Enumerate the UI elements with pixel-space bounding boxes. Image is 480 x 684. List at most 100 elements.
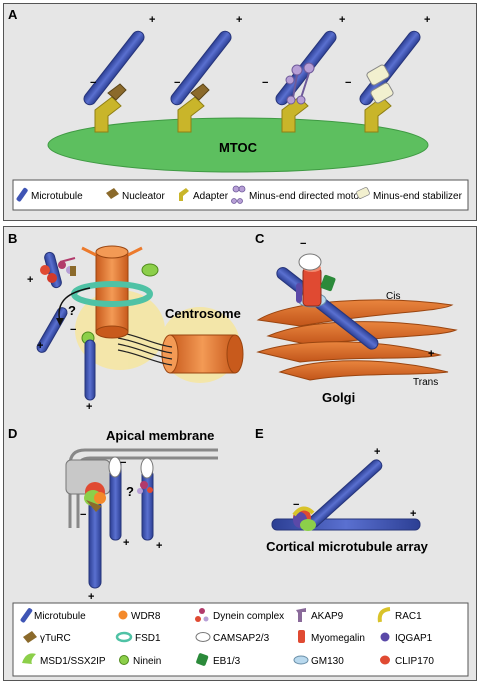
legend-a-label: Nucleator (122, 191, 165, 202)
minus-sign: − (120, 457, 126, 469)
microtubule-icon (16, 187, 28, 202)
motor-cluster-a (285, 62, 315, 105)
msd1-blob (141, 263, 159, 277)
plus-sign: + (156, 540, 162, 552)
cis-label: Cis (386, 291, 400, 302)
adapter-icon (179, 188, 189, 201)
legend-a-label: Minus-end directed motor (249, 191, 363, 202)
legend-b-label: Dynein complex (213, 611, 284, 622)
minus-sign: − (300, 238, 306, 250)
legend-b-label: Microtubule (34, 611, 86, 622)
plus-sign: + (27, 274, 33, 286)
akap9-icon (296, 608, 306, 622)
cortical-array-label: Cortical microtubule array (266, 539, 429, 554)
fsd1-ring (71, 281, 153, 307)
minus-sign: − (262, 77, 268, 89)
legend-b-label: GM130 (311, 656, 344, 667)
rac1-icon (377, 607, 391, 623)
legend-a-label: Microtubule (31, 191, 83, 202)
motor-icon (231, 185, 246, 204)
plus-sign: + (424, 14, 430, 26)
dynein-icon (195, 608, 209, 622)
legend-b-label: EB1/3 (213, 656, 241, 667)
legend-b-label: CAMSAP2/3 (213, 633, 270, 644)
iqgap1-icon (380, 632, 390, 642)
minus-sign: − (70, 324, 76, 336)
centrosome-label: Centrosome (165, 306, 241, 321)
msd1-icon (22, 653, 36, 664)
legend-b-label: CLIP170 (395, 656, 434, 667)
microtubules-d (88, 459, 154, 589)
minus-sign: − (90, 77, 96, 89)
plus-sign: + (410, 508, 416, 520)
legend-b-label: Ninein (133, 656, 161, 667)
centriole-horizontal (161, 334, 244, 374)
panel-b-letter: B (8, 231, 17, 246)
arrow-path (58, 287, 91, 323)
panel-d-letter: D (8, 426, 17, 441)
legend-a-label: Minus-end stabilizer (373, 191, 463, 202)
dynein-cluster-b (40, 257, 76, 283)
minus-sign: − (80, 509, 86, 521)
adapter-shapes (94, 96, 392, 133)
stabilizer-a (366, 64, 394, 104)
microtubule-icon (20, 608, 33, 623)
mtoc-label: MTOC (219, 140, 258, 155)
clip170-icon (380, 655, 390, 665)
mtoc-disk (47, 117, 429, 173)
microtubule-c (276, 267, 379, 350)
camsap-icon (195, 632, 211, 642)
panel-e-letter: E (255, 426, 264, 441)
legend-b-label: WDR8 (131, 611, 161, 622)
plus-sign: + (88, 591, 94, 603)
legend-b-label: RAC1 (395, 611, 422, 622)
legend-b-label: Myomegalin (311, 633, 365, 644)
legend-b-label: IQGAP1 (395, 633, 433, 644)
legend-a-label: Adapter (193, 191, 229, 202)
panel-a-letter: A (8, 7, 18, 22)
plus-sign: + (149, 14, 155, 26)
wdr8-icon (118, 610, 128, 620)
question-mark: ? (68, 303, 76, 318)
stabilizer-icon (356, 187, 370, 199)
plus-sign: + (86, 401, 92, 413)
plus-sign: + (374, 446, 380, 458)
apical-membrane-label: Apical membrane (106, 428, 214, 443)
legend-b-label: AKAP9 (311, 611, 344, 622)
nucleator-icon (106, 188, 119, 199)
plus-sign: + (236, 14, 242, 26)
legend-a-box (12, 179, 469, 211)
fsd1-icon (115, 631, 133, 643)
panel-c-letter: C (255, 231, 265, 246)
legend-b-label: MSD1/SSX2IP (40, 656, 106, 667)
minus-sign: − (293, 499, 299, 511)
ninein-icon (119, 655, 129, 665)
nucleators-a (107, 83, 210, 101)
gturc-icon (23, 631, 37, 643)
centriole-vertical (81, 245, 143, 339)
minus-sign: − (174, 77, 180, 89)
question-mark: ? (126, 484, 134, 499)
eb13-icon (196, 653, 209, 666)
golgi-protein-complex (296, 253, 336, 308)
plus-sign: + (428, 348, 434, 360)
legend-b-box (12, 602, 469, 677)
golgi-label: Golgi (322, 390, 355, 405)
microtubules-a (83, 30, 421, 106)
gm130-icon (293, 655, 309, 665)
legend-b-label: FSD1 (135, 633, 161, 644)
plus-sign: + (123, 537, 129, 549)
legend-b: Microtubule WDR8 Dynein complex AKAP9 RA… (20, 607, 434, 667)
plus-sign: + (339, 14, 345, 26)
trans-label: Trans (413, 377, 438, 388)
minus-sign: − (345, 77, 351, 89)
cortical-complex-e (292, 506, 316, 531)
myomegalin-icon (298, 630, 305, 643)
arrow-head (56, 318, 64, 326)
legend-b-label: γTuRC (40, 633, 71, 644)
plus-sign: + (37, 340, 43, 352)
apical-complex-d (84, 456, 154, 512)
legend-a: Microtubule Nucleator Adapter Minus-end … (16, 185, 463, 204)
golgi-stack (256, 299, 458, 381)
